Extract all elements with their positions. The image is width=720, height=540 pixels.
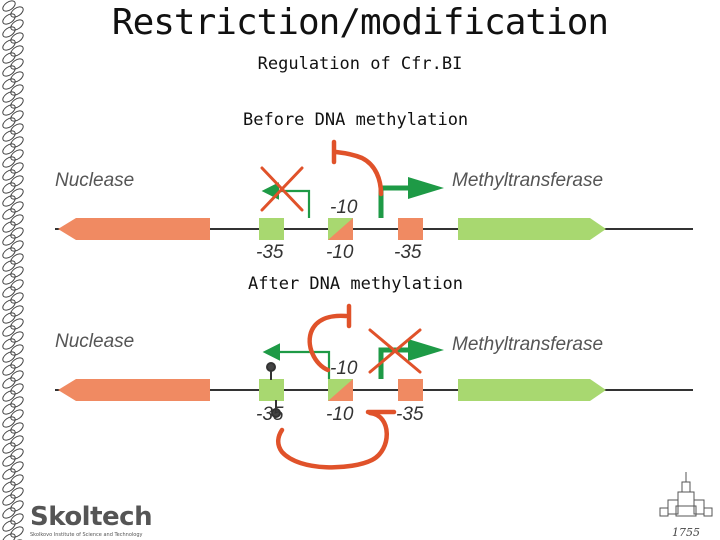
label-minus10-below-before: -10 (326, 242, 354, 263)
methyltransferase-gene-before (458, 218, 606, 240)
box-minus35-right-before (398, 218, 423, 240)
nuclease-gene-after (58, 379, 210, 401)
nuclease-gene-before (58, 218, 210, 240)
cross-icon-after (368, 328, 422, 374)
page-subtitle: Regulation of Cfr.BI (257, 54, 463, 74)
label-minus10-above-after: -10 (330, 358, 358, 379)
repression-arc-after-upper (307, 313, 349, 373)
promoter-arrow-right-after (378, 347, 410, 379)
diagram-before: Nuclease Methyltransferase -10 -35 -10 -… (55, 139, 693, 263)
logo-name: Skoltech (30, 502, 153, 532)
gene-label-nuclease-before: Nuclease (55, 170, 134, 191)
label-minus35-right-after: -35 (396, 404, 424, 425)
label-minus35-right-before: -35 (394, 242, 422, 263)
university-building-icon (659, 472, 713, 517)
section-label-before: Before DNA methylation (243, 110, 469, 130)
repression-arc-after-lower (276, 410, 389, 470)
logo-tagline: Skolkovo Institute of Science and Techno… (30, 532, 143, 538)
cross-icon-before (260, 166, 304, 212)
label-minus35-left-before: -35 (256, 242, 284, 263)
gene-label-methyltransferase-after: Methyltransferase (452, 334, 603, 355)
gene-label-nuclease-after: Nuclease (55, 331, 134, 352)
emblem-year: 1755 (672, 526, 700, 539)
decorative-border (2, 0, 24, 540)
box-minus35-left-after (259, 379, 284, 401)
promoter-arrow-right-before (378, 185, 410, 218)
skoltech-logo: Skoltech Skolkovo Institute of Science a… (30, 502, 153, 540)
diagram-after: Nuclease Methyltransferase -10 -35 -10 -… (55, 303, 693, 470)
page-title: Restriction/modification (111, 2, 609, 43)
label-minus10-below-after: -10 (326, 404, 354, 425)
label-minus10-above-before: -10 (330, 197, 358, 218)
box-minus35-right-after (398, 379, 423, 401)
methyl-mark-icon (266, 362, 281, 418)
section-label-after: After DNA methylation (248, 274, 463, 294)
methyltransferase-gene-after (458, 379, 606, 401)
label-minus35-left-after: -35 (256, 404, 284, 425)
box-minus35-left-before (259, 218, 284, 240)
repression-arc-before (333, 149, 384, 197)
gene-label-methyltransferase-before: Methyltransferase (452, 170, 603, 191)
